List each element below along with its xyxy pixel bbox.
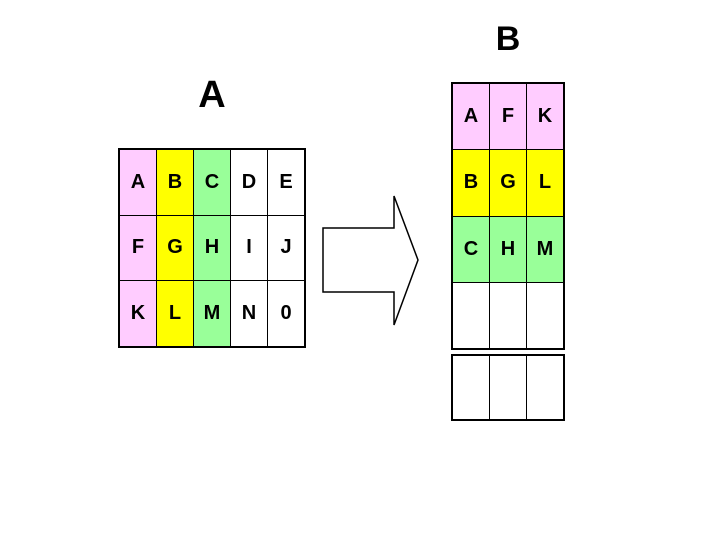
matrix-b-cell-r0c1: F <box>490 84 526 150</box>
matrix-b-cell-r3c1 <box>490 282 526 348</box>
matrix-a-cell-r1c0: F <box>120 215 156 281</box>
matrix-a-cell-r0c3: D <box>231 150 267 215</box>
matrix-b-cell-r1c2: L <box>527 150 563 216</box>
matrix-b-cell-r2c2: M <box>527 216 563 282</box>
matrix-a-cell-r2c1: L <box>157 281 193 346</box>
matrix-a-cell-r1c3: I <box>231 215 267 281</box>
matrix-b-cell-r1c0: B <box>453 150 489 216</box>
right-block-arrow-shape <box>322 195 419 326</box>
matrix-b-extra-cell-c2 <box>527 356 563 419</box>
matrix-a-cell-r2c3: N <box>231 281 267 346</box>
matrix-b-table: A F K B G L C H M <box>451 82 565 350</box>
matrix-b-cell-r3c2 <box>527 282 563 348</box>
matrix-b-extra-cell-c1 <box>490 356 526 419</box>
matrix-a-cell-r1c2: H <box>194 215 230 281</box>
matrix-b-title: B <box>495 20 521 58</box>
matrix-a-title: A <box>198 74 226 116</box>
matrix-a-cell-r0c4: E <box>268 150 304 215</box>
matrix-a-table: A B C D E F G H I J K L M N 0 <box>118 148 306 348</box>
matrix-b-extra-cell-c0 <box>453 356 489 419</box>
matrix-b-cell-r2c0: C <box>453 216 489 282</box>
matrix-a-cell-r0c0: A <box>120 150 156 215</box>
matrix-a-cell-r2c4: 0 <box>268 281 304 346</box>
matrix-a-cell-r1c4: J <box>268 215 304 281</box>
matrix-a-cell-r0c2: C <box>194 150 230 215</box>
matrix-a-cell-r2c2: M <box>194 281 230 346</box>
matrix-a-cell-r0c1: B <box>157 150 193 215</box>
matrix-b-cell-r3c0 <box>453 282 489 348</box>
matrix-b-cell-r0c0: A <box>453 84 489 150</box>
right-block-arrow-icon <box>322 195 419 326</box>
matrix-a-cell-r2c0: K <box>120 281 156 346</box>
matrix-b-cell-r0c2: K <box>527 84 563 150</box>
matrix-b-cell-r2c1: H <box>490 216 526 282</box>
matrix-a-cell-r1c1: G <box>157 215 193 281</box>
matrix-b-extra-row <box>451 354 565 421</box>
matrix-b-cell-r1c1: G <box>490 150 526 216</box>
